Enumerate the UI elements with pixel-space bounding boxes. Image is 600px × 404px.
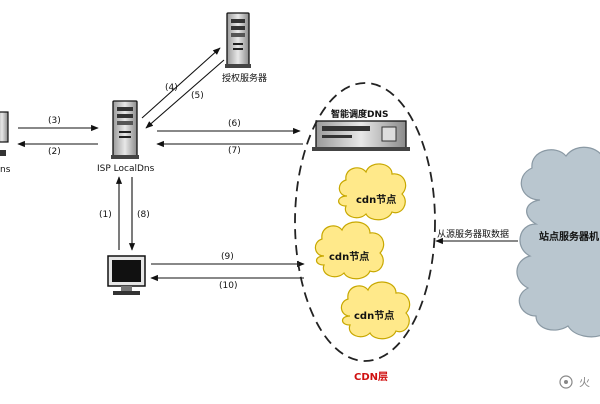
watermark-text: 火 (579, 376, 590, 389)
cdn-layer-label: CDN层 (354, 371, 388, 383)
edge-1-label: (1) (99, 210, 112, 220)
cdn-node-1-label: cdn节点 (356, 193, 396, 206)
cdn-node-cloud-2 (314, 221, 385, 280)
watermark-logo: 火 (559, 375, 590, 389)
cdn-node-2-label: cdn节点 (329, 250, 369, 263)
edge-5-label: (5) (191, 91, 204, 101)
edge-4-arrow (141, 47, 221, 119)
cdn-node-cloud-3 (340, 281, 411, 340)
cdn-layer-boundary (294, 82, 436, 362)
edge-4-label: (4) (165, 83, 178, 93)
fetch-from-origin-label: 从源服务器取数据 (437, 228, 509, 240)
cdn-node-3-label: cdn节点 (354, 309, 394, 322)
edge-2-label: (2) (48, 147, 61, 157)
client-dns-label: ns (0, 165, 11, 175)
edge-10-label: (10) (219, 281, 237, 291)
edge-3-label: (3) (48, 116, 61, 126)
cdn-node-cloud-1 (338, 163, 407, 221)
isp-local-dns-server-icon (111, 100, 139, 159)
edge-8-label: (8) (137, 210, 150, 220)
edge-5-arrow (145, 59, 225, 129)
edge-6-label: (6) (228, 119, 241, 129)
authoritative-server-icon (225, 12, 251, 68)
authoritative-server-label: 授权服务器 (222, 72, 267, 84)
origin-server-label: 站点服务器机 (539, 230, 599, 243)
edge-7-label: (7) (228, 146, 241, 156)
edge-9-label: (9) (221, 252, 234, 262)
isp-local-dns-label: ISP LocalDns (97, 164, 155, 174)
origin-server-cloud (516, 146, 600, 338)
client-computer-icon (0, 111, 9, 156)
smart-dns-label: 智能调度DNS (331, 108, 389, 120)
monitor-icon (107, 255, 146, 295)
smart-dns-server-icon (312, 120, 410, 151)
